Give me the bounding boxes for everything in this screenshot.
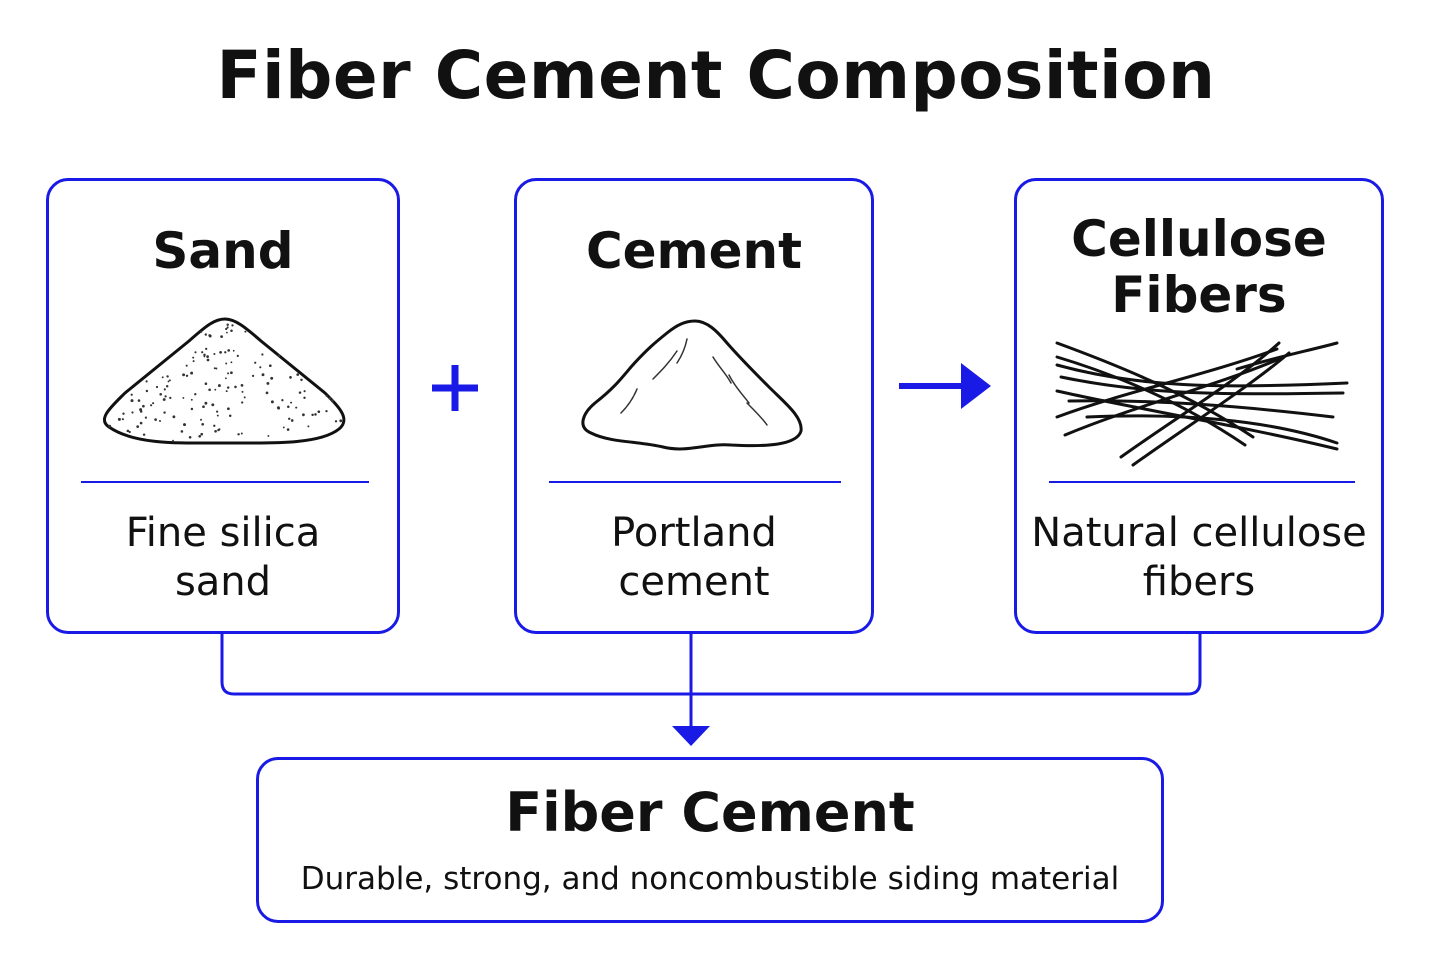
ingredient-name: Sand (152, 222, 294, 280)
arrow-right-icon (899, 363, 991, 409)
page-title: Fiber Cement Composition (216, 37, 1216, 114)
plus-sign (432, 365, 478, 411)
ingredient-name: Cement (585, 222, 803, 280)
card-divider (1049, 481, 1355, 483)
ingredient-card-sand: Sand Fine silica sand (46, 178, 400, 634)
card-divider (81, 481, 369, 483)
ingredient-description: Natural cellulose fibers (1031, 510, 1367, 605)
result-name: Fiber Cement (505, 781, 915, 844)
fibers-icon (1055, 341, 1349, 467)
result-description: Durable, strong, and noncombustible sidi… (300, 861, 1120, 897)
ingredient-card-cement: Cement Portland cement (514, 178, 874, 634)
ingredient-description: Fine silica sand (125, 510, 321, 605)
ingredient-description: Portland cement (611, 510, 777, 605)
ingredient-name: Cellulose Fibers (1071, 210, 1327, 324)
card-divider (549, 481, 841, 483)
cement-pile-icon (581, 319, 803, 451)
ingredient-card-cellulose-fibers: Cellulose Fibers Natural cellulose fiber… (1014, 178, 1384, 634)
arrow-down-icon (672, 726, 710, 746)
result-box: Fiber Cement Durable, strong, and noncom… (256, 757, 1164, 923)
sand-pile-icon (102, 317, 346, 445)
